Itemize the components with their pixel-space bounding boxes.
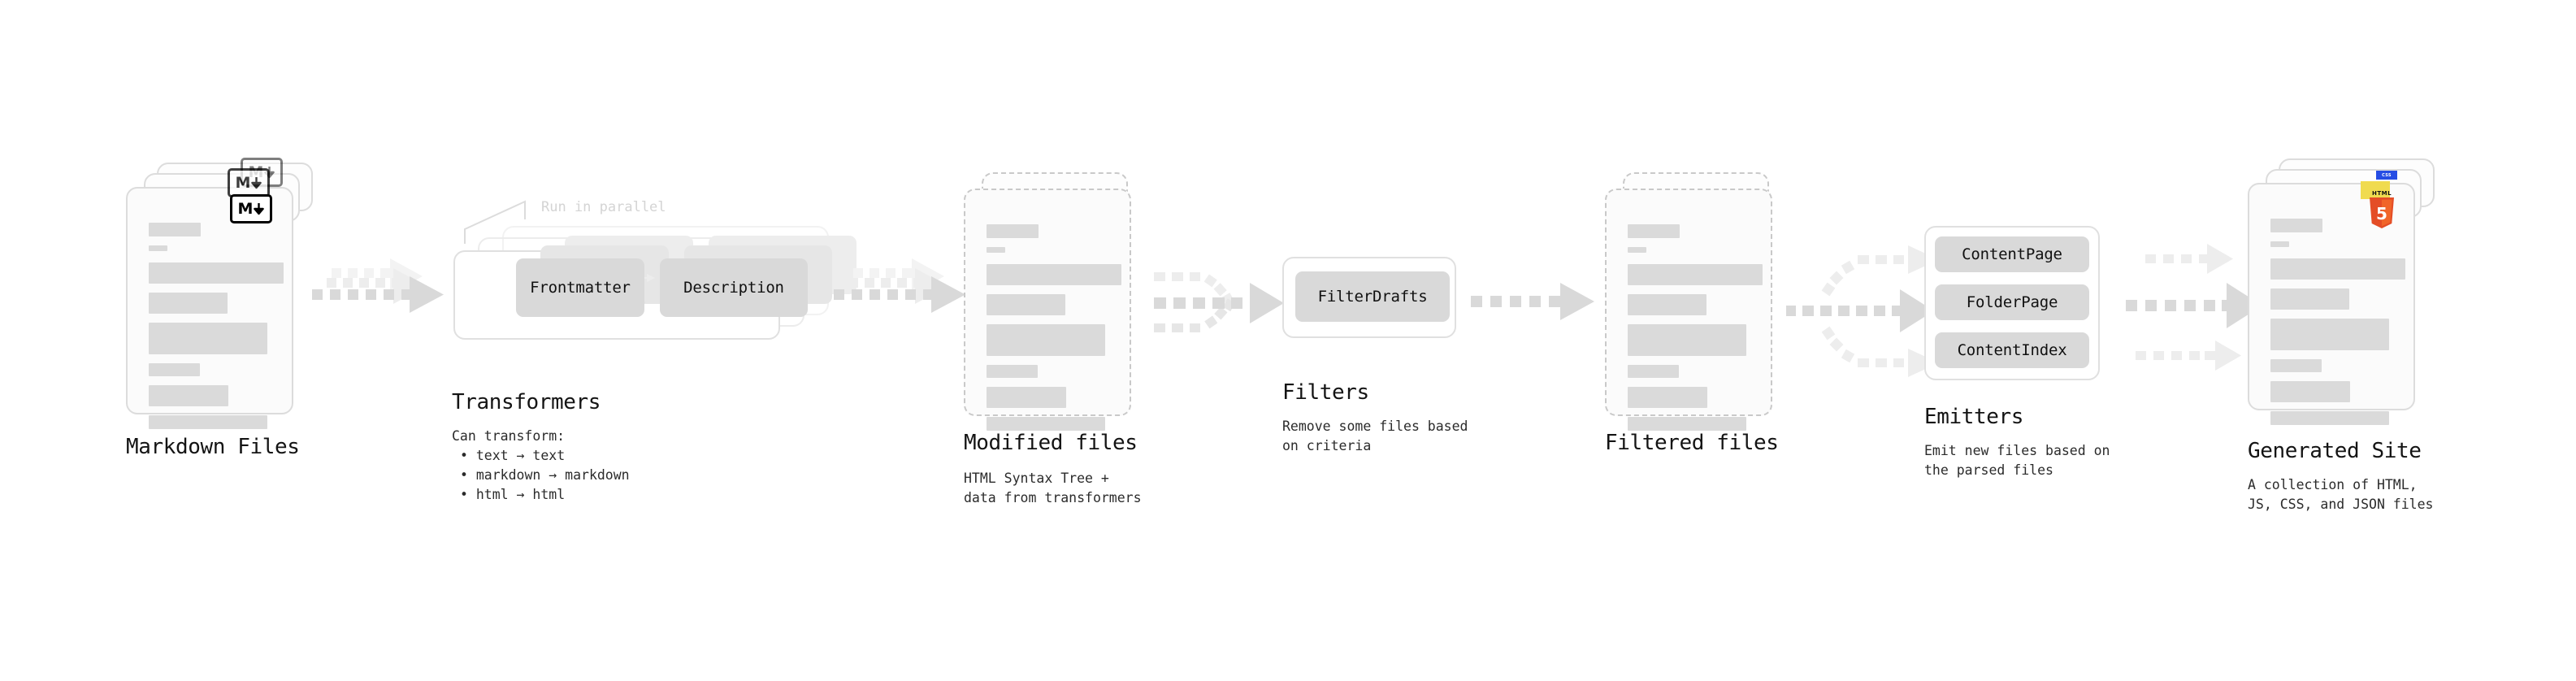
stage-title-transformers: Transformers (452, 390, 601, 414)
content-bar (987, 224, 1039, 238)
file-card-front (126, 187, 293, 429)
content-bar (987, 264, 1121, 285)
transformer-chip-description[interactable]: Description (660, 258, 808, 317)
stage-subtitle-modified-files: HTML Syntax Tree + data from transformer… (964, 471, 1142, 505)
content-bar (149, 262, 284, 284)
file-card-front (1605, 189, 1772, 431)
markdown-icon: M (230, 194, 272, 223)
content-bar (2270, 381, 2350, 402)
stage-markdown-files: M M M (126, 158, 313, 429)
emitter-chip-contentindex[interactable]: ContentIndex (1935, 332, 2089, 368)
stage-subtitle-emitters: Emit new files based on the parsed files (1924, 443, 2110, 478)
content-bar (987, 387, 1066, 408)
content-bar (1628, 264, 1763, 285)
bullet-item: • text → text (460, 448, 566, 463)
content-bar (1628, 324, 1746, 356)
stage-transformers: Run in parallel Frontmatter Description (453, 187, 856, 374)
conn-filtered-to-emitters (1786, 245, 1939, 377)
stage-generated-site: CSS HTML 5 (2248, 158, 2443, 425)
emitter-chip-contentpage[interactable]: ContentPage (1935, 236, 2089, 272)
markdown-icon-letter: M (235, 173, 251, 192)
markdown-icon-arrow (251, 176, 262, 189)
file-card-content (2270, 219, 2405, 425)
content-bar (2270, 319, 2389, 350)
content-bar (149, 293, 228, 314)
stage-filtered-files (1605, 172, 1792, 431)
stage-emitters: ContentPage FolderPage ContentIndex (1924, 226, 2111, 385)
html5-icon-shield: 5 (2370, 197, 2394, 228)
content-bar (2270, 411, 2389, 425)
content-bar (1628, 387, 1707, 408)
html5-icon: HTML 5 (2368, 190, 2396, 230)
conn-filters-to-filtered (1471, 283, 1594, 320)
content-bar (149, 323, 267, 354)
filter-chip-filterdrafts[interactable]: FilterDrafts (1295, 271, 1450, 322)
content-bar (2270, 219, 2322, 232)
stage-filters: FilterDrafts (1282, 257, 1461, 346)
run-in-parallel-label: Run in parallel (541, 199, 666, 215)
content-bar (987, 417, 1105, 431)
stage-title-filters: Filters (1282, 380, 1369, 405)
transformer-chip-frontmatter[interactable]: Frontmatter (516, 258, 644, 317)
content-bar (1628, 365, 1679, 378)
file-card-front (964, 189, 1131, 431)
content-bar (1628, 417, 1746, 431)
content-bar (149, 363, 200, 376)
content-bar (2270, 359, 2322, 372)
markdown-icon-arrow (254, 202, 265, 215)
content-bar (2270, 258, 2405, 280)
content-bar (1628, 294, 1706, 315)
js-icon (2361, 181, 2390, 199)
content-bar (987, 365, 1038, 378)
content-bar (149, 223, 201, 236)
conn-md-to-transformers (312, 258, 444, 313)
transformers-bullet-list: • text → text • markdown → markdown • ht… (460, 446, 630, 505)
content-bar (987, 247, 1005, 253)
content-bar (1628, 224, 1680, 238)
file-card-content (987, 224, 1121, 431)
file-card-content (1628, 224, 1763, 431)
conn-emitters-to-site (2126, 244, 2262, 371)
css3-icon: CSS (2376, 171, 2397, 180)
file-card-content (149, 223, 284, 429)
css3-icon-label: CSS (2382, 172, 2392, 178)
bullet-item: • markdown → markdown (460, 466, 630, 483)
content-bar (149, 385, 228, 406)
stage-subtitle-transformers: Can transform: (452, 428, 566, 444)
bullet-item: • html → html (460, 486, 566, 502)
svg-text:5: 5 (2376, 204, 2387, 223)
stage-subtitle-generated-site: A collection of HTML, JS, CSS, and JSON … (2248, 477, 2434, 512)
markdown-icon-letter: M (237, 199, 254, 218)
content-bar (987, 324, 1105, 356)
content-bar (2270, 241, 2289, 247)
stage-title-modified-files: Modified files (964, 431, 1138, 455)
content-bar (987, 294, 1065, 315)
emitter-chip-folderpage[interactable]: FolderPage (1935, 284, 2089, 320)
stage-subtitle-filters: Remove some files based on criteria (1282, 419, 1468, 453)
stage-title-filtered-files: Filtered files (1605, 431, 1779, 455)
content-bar (2270, 288, 2349, 310)
stage-title-emitters: Emitters (1924, 405, 2024, 429)
file-card-front (2248, 183, 2415, 425)
conn-modified-to-filters (1154, 272, 1284, 332)
stage-modified-files (964, 172, 1151, 431)
stage-title-generated-site: Generated Site (2248, 439, 2422, 463)
run-in-parallel-bracket (464, 200, 526, 244)
html5-icon-label: HTML (2371, 190, 2392, 197)
content-bar (149, 245, 167, 251)
content-bar (1628, 247, 1646, 253)
conn-transformers-to-modified (834, 258, 965, 313)
markdown-icon-back-1: M (228, 168, 270, 197)
content-bar (149, 415, 267, 429)
stage-title-markdown-files: Markdown Files (126, 435, 300, 459)
